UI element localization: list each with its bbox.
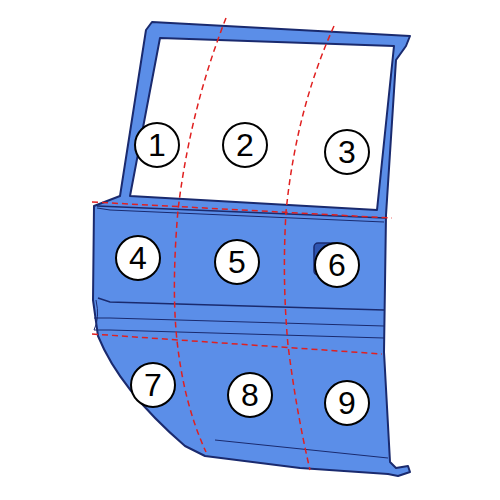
- callout-circle: 6: [314, 242, 360, 288]
- press-line: [98, 298, 384, 310]
- callout-number: 2: [236, 129, 254, 161]
- callout-number: 6: [328, 249, 346, 281]
- callout-number: 3: [338, 136, 356, 168]
- callout-circle: 7: [130, 362, 176, 408]
- callout-number: 5: [228, 246, 246, 278]
- callout-number: 4: [129, 242, 147, 274]
- section-lines: [92, 18, 392, 470]
- callout-number: 1: [148, 129, 166, 161]
- callout-circle: 4: [115, 235, 161, 281]
- callout-number: 8: [241, 379, 259, 411]
- callout-number: 7: [144, 369, 162, 401]
- callout-number: 9: [338, 387, 356, 419]
- bottom-line: [215, 440, 388, 458]
- callout-circle: 9: [324, 380, 370, 426]
- press-line: [94, 318, 384, 326]
- door-panel: [93, 22, 410, 476]
- callout-circle: 1: [134, 122, 180, 168]
- callout-circle: 8: [227, 372, 273, 418]
- belt-line: [97, 208, 384, 222]
- press-line: [94, 300, 98, 330]
- window-opening: [130, 38, 394, 210]
- callout-circle: 2: [222, 122, 268, 168]
- callout-circle: 3: [324, 129, 370, 175]
- callout-circle: 5: [214, 239, 260, 285]
